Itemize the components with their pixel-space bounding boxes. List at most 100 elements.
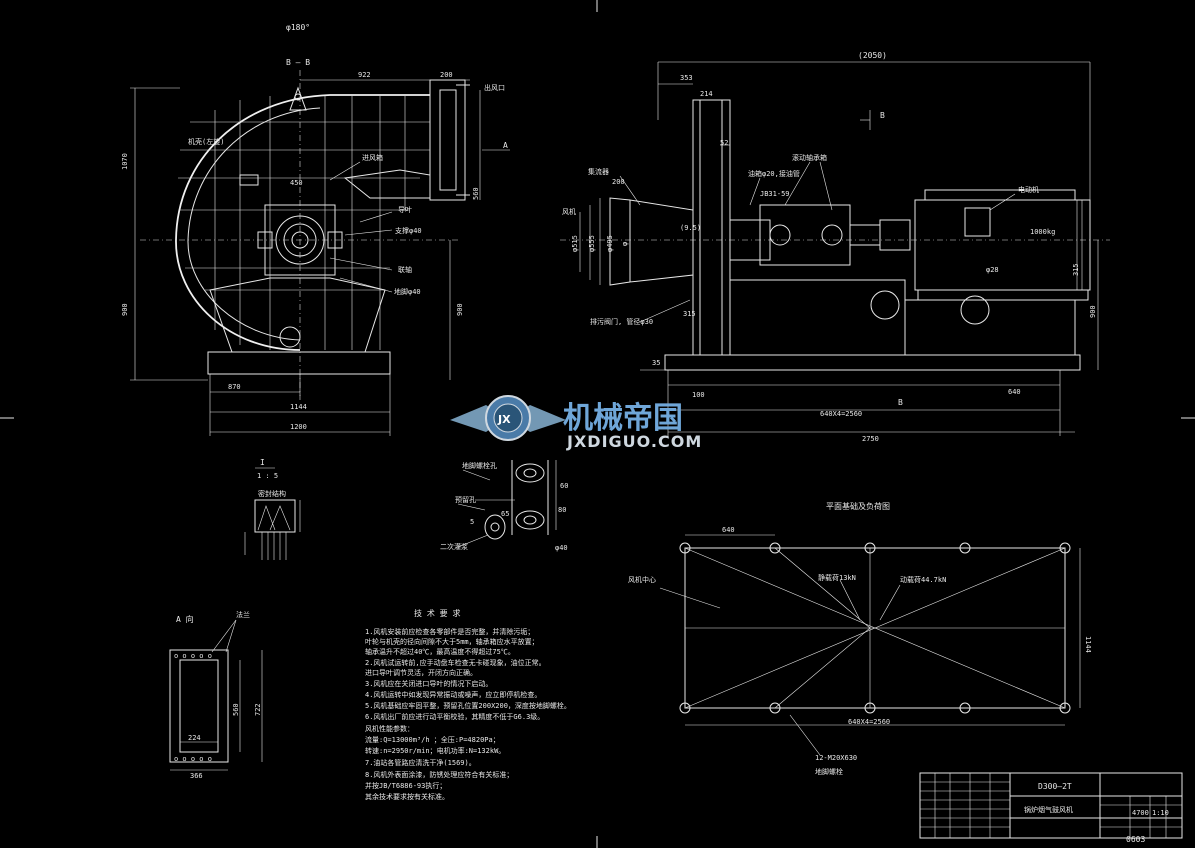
dim-9-5: (9.5)	[680, 224, 701, 232]
tech-line-4: 2.风机试运转前,应手动盘车检查无卡碰现象，油位正常。	[365, 658, 546, 667]
section-mark-b-bottom: B	[898, 398, 903, 407]
dim-100: 100	[692, 391, 705, 399]
hole-dim-5: 5	[470, 518, 474, 526]
dim-315-bottom: 315	[683, 310, 696, 318]
detail-i-title: I	[260, 458, 265, 467]
tech-line-8: 5.风机基础应牢固平整，预留孔位置200X200，深度按地脚螺栓。	[365, 701, 571, 710]
dim-phi555: φ555	[588, 235, 596, 252]
view-a-flange-label: 法兰	[236, 610, 250, 619]
label-anchor: 地脚φ40	[394, 287, 421, 296]
dim-640-front: 640	[1008, 388, 1021, 396]
tech-line-9: 6.风机出厂前应进行动平衡校验，其精度不低于G6.3级。	[365, 712, 544, 721]
tech-line-14: 8.风机外表面涂漆，防锈处理应符合有关标准；	[365, 770, 513, 779]
dim-900-left: 900	[121, 303, 129, 316]
label-support: 支撑φ40	[395, 226, 422, 235]
dim-52: 52	[720, 139, 728, 147]
motor	[914, 189, 1091, 301]
dim-2050: (2050)	[858, 51, 887, 60]
hole-dim-65: 65	[501, 510, 509, 518]
label-motor: 电动机	[1018, 185, 1039, 194]
hole-dim-phi40: φ40	[555, 544, 568, 552]
dim-214: 214	[700, 90, 713, 98]
dim-450: 450	[290, 179, 303, 187]
watermark-logo: JX 机械帝国 JXDIGUO.COM	[450, 395, 702, 451]
label-inlet: 集流器	[588, 167, 609, 176]
dim-200: 200	[440, 71, 453, 79]
foundation-center: 风机中心	[628, 575, 656, 584]
detail-i: I 1 : 5 密封结构	[244, 458, 301, 560]
dim-315-motor: 315	[1072, 263, 1080, 276]
foundation-dim-640: 640	[722, 526, 735, 534]
foundation-bolts: 12-M20X630	[815, 754, 857, 762]
label-coupling: 联轴	[398, 265, 412, 274]
foundation-load-static: 静载荷13kN	[818, 573, 856, 582]
dim-560: 560	[472, 187, 480, 200]
dim-phi515: φ515	[571, 235, 579, 252]
watermark-cn: 机械帝国	[563, 401, 683, 436]
hole-label-1: 地脚螺栓孔	[462, 461, 497, 470]
label-drain: 排污阀门, 管径φ30	[590, 317, 653, 326]
dim-35: 35	[652, 359, 660, 367]
label-bearing: 滚动轴承箱	[792, 153, 827, 162]
label-fan: 风机	[562, 207, 576, 216]
tech-line-10: 风机性能参数：	[365, 724, 414, 733]
drawing-scale: 1:10	[1152, 809, 1169, 817]
coupling	[879, 219, 911, 251]
detail-i-label: 密封结构	[258, 489, 286, 498]
tech-line-2: 叶轮与机壳的径向间隙不大于5mm，轴承箱应水平放置；	[365, 637, 539, 646]
base-frame	[207, 351, 391, 375]
angle-label: φ180°	[286, 23, 310, 32]
svg-text:o o o o o: o o o o o	[174, 652, 212, 660]
view-a-arrow: A	[503, 141, 508, 150]
dim-2560-front: 640X4=2560	[820, 410, 862, 418]
front-view: (2050) B B 353 214 52	[560, 51, 1110, 443]
inlet-box	[209, 277, 386, 353]
drawing-name: 锅炉烟气鼓风机	[1024, 805, 1073, 814]
dim-900-right: 900	[456, 303, 464, 316]
detail-i-scale: 1 : 5	[257, 472, 278, 480]
tech-line-3: 轴承温升不超过40℃，最高温度不得超过75℃。	[365, 647, 515, 656]
tech-line-5: 进口导叶调节灵活，开闭方向正确。	[365, 668, 477, 677]
foundation-anchor: 地脚螺栓	[815, 767, 843, 776]
hole-label-3: 二次灌浆	[440, 542, 468, 551]
label-inlet-box: 进风箱	[362, 153, 383, 162]
view-a-dim-366: 366	[190, 772, 203, 780]
dim-phi495: φ495	[606, 235, 614, 252]
inlet-cone	[629, 199, 694, 283]
anchor-hole-detail: 地脚螺栓孔 预留孔 二次灌浆 60 80 65 5 φ40	[440, 460, 568, 552]
outlet-duct	[429, 79, 470, 201]
tech-line-12: 转速:n=2950r/min；电机功率:N=132kW。	[365, 746, 505, 755]
section-view-bb: φ180° B — B	[121, 23, 510, 436]
view-a-dim-560: 560	[232, 703, 240, 716]
label-motor-mass: 1000kg	[1030, 228, 1055, 236]
svg-text:o o o o o: o o o o o	[174, 755, 212, 763]
tech-line-1: 1.风机安装前应检查各零部件是否完整，并清除污垢；	[365, 627, 534, 636]
tech-line-13: 7.油站各管路应清洗干净(1569)。	[365, 758, 476, 767]
label-guide: 导叶	[398, 205, 412, 214]
tech-line-11: 流量:Q=13000m³/h ；全压:P=4820Pa；	[365, 735, 500, 744]
dim-870: 870	[228, 383, 241, 391]
watermark-en: JXDIGUO.COM	[566, 432, 702, 451]
label-oil: 油箱φ20,接油管	[748, 169, 800, 178]
tech-line-16: 其余技术要求按有关标准。	[365, 792, 449, 801]
section-mark-b-top: B	[880, 111, 885, 120]
dim-200-front: 200	[612, 178, 625, 186]
foundation-plan: 平面基础及负荷图 640 1144 640X4=2560 12-M20X630 …	[628, 501, 1092, 776]
dim-1144: 1144	[290, 403, 307, 411]
tech-line-15: 并按JB/T6886-93执行；	[365, 781, 446, 790]
dim-353: 353	[680, 74, 693, 82]
hole-dim-80: 80	[558, 506, 566, 514]
foundation-title: 平面基础及负荷图	[826, 501, 890, 511]
sheet-number: 0603	[1126, 835, 1145, 844]
view-a-dim-722: 722	[254, 703, 262, 716]
title-block: D300—2T 锅炉烟气鼓风机 1:10 4700 0603	[919, 772, 1183, 844]
watermark-badge: JX	[497, 413, 511, 426]
view-a: A 向 法兰 o o o o o o o o o o 224 366 560 7…	[169, 610, 263, 780]
tech-line-7: 4.风机运转中如发现异常振动或噪声，应立即停机检查。	[365, 690, 541, 699]
view-a-dim-224: 224	[188, 734, 201, 742]
dim-922: 922	[358, 71, 371, 79]
tech-line-6: 3.风机应在关闭进口导叶的情况下启动。	[365, 679, 492, 688]
base-frame-front	[664, 354, 1081, 371]
